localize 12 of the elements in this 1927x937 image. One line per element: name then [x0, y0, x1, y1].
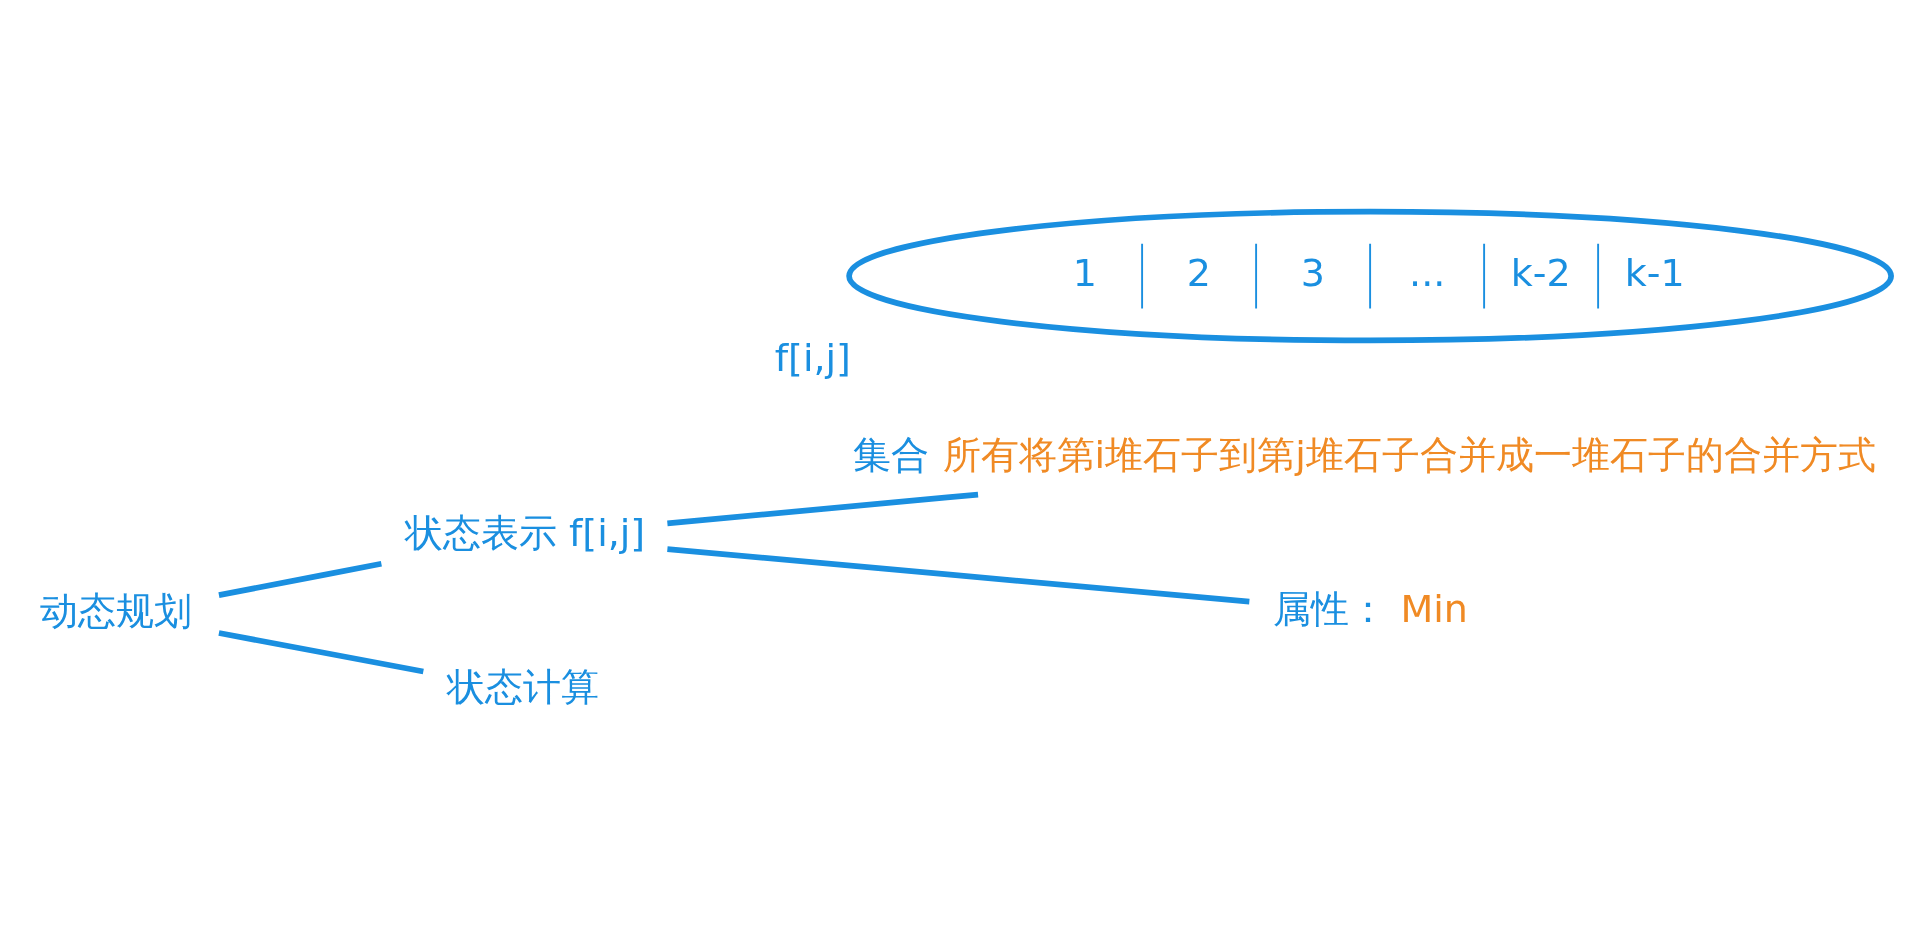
node-label: 所有将第i堆石子到第j堆石子合并成一堆石子的合并方式: [942, 432, 1876, 477]
connector: [667, 491, 979, 526]
node-text: 状态表示 f[i,j]: [404, 510, 646, 555]
connector: [218, 560, 382, 598]
connector: [667, 545, 1250, 604]
connector: [218, 629, 424, 674]
node-label: Min: [1400, 586, 1468, 631]
node-text: 动态规划: [40, 588, 193, 633]
node-ellipse: 1 2 3 ... k-2 k-1: [846, 208, 1894, 343]
node-text: 状态计算: [446, 664, 599, 709]
node-text: 属性：: [1273, 586, 1388, 631]
node-text: 集合: [853, 432, 930, 477]
